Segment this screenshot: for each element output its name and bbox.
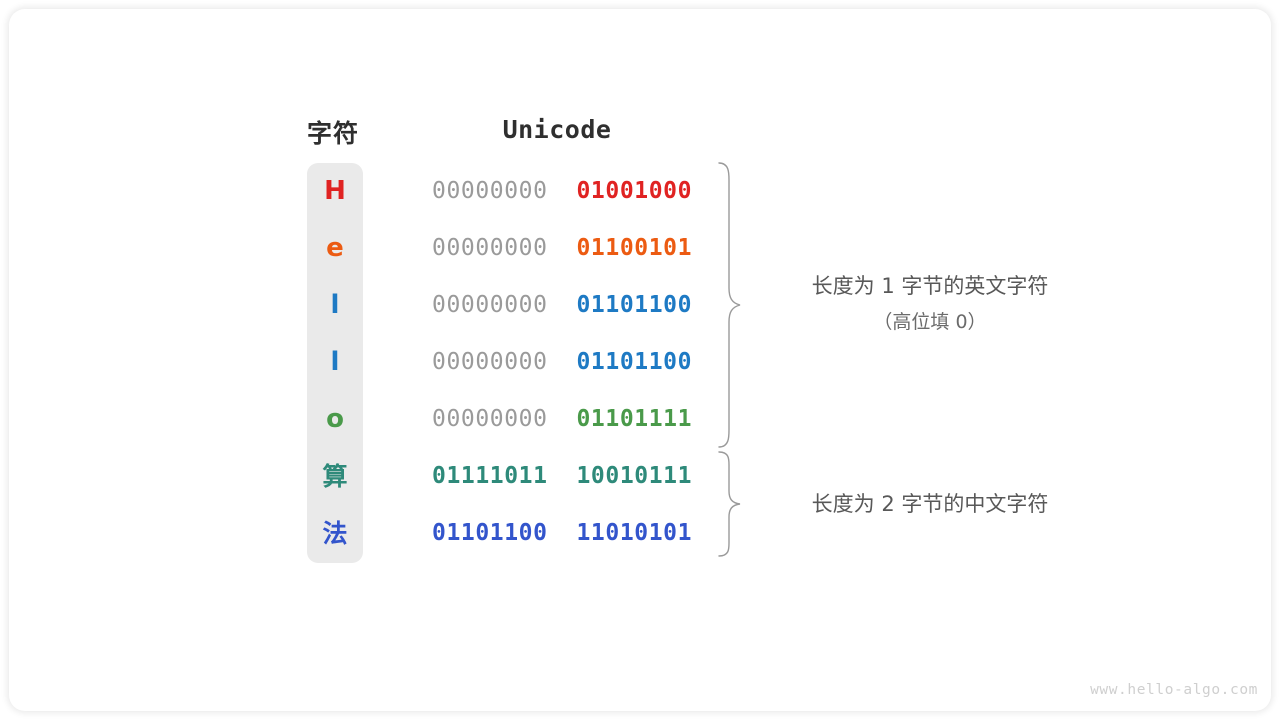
encoding-row: l 00000000 01101100 — [0, 334, 1280, 391]
encoding-row: 法 01101100 11010101 — [0, 505, 1280, 562]
byte-separator — [548, 292, 577, 318]
brace-one-byte-icon — [718, 162, 741, 448]
brace-two-byte-icon — [718, 451, 741, 557]
row-character: l — [330, 290, 340, 320]
character-column-background — [307, 163, 363, 563]
encoding-row: l 00000000 01101100 — [0, 277, 1280, 334]
row-binary-code: 00000000 01101100 — [432, 334, 692, 391]
encoding-row: e 00000000 01100101 — [0, 220, 1280, 277]
byte-separator — [548, 178, 577, 204]
row-binary-code: 00000000 01100101 — [432, 220, 692, 277]
row-low-byte: 10010111 — [576, 463, 693, 489]
annotation-one-byte-main: 长度为 1 字节的英文字符 — [811, 274, 1049, 298]
row-character: o — [326, 404, 344, 434]
row-binary-code: 01111011 10010111 — [432, 448, 692, 505]
annotation-one-byte-sub: （高位填 0） — [873, 311, 987, 333]
annotation-one-byte: 长度为 1 字节的英文字符 （高位填 0） — [770, 268, 1090, 340]
byte-separator — [548, 235, 577, 261]
row-low-byte: 01101100 — [576, 292, 693, 318]
column-header-character: 字符 — [306, 119, 359, 148]
row-low-byte: 01101100 — [576, 349, 693, 375]
row-binary-code: 00000000 01101111 — [432, 391, 692, 448]
row-low-byte: 01101111 — [576, 406, 693, 432]
watermark: www.hello-algo.com — [1090, 682, 1258, 698]
byte-separator — [548, 520, 577, 546]
row-high-byte: 00000000 — [432, 406, 548, 432]
row-binary-code: 00000000 01001000 — [432, 163, 692, 220]
row-low-byte: 01100101 — [576, 235, 693, 261]
byte-separator — [548, 406, 577, 432]
annotation-two-byte-main: 长度为 2 字节的中文字符 — [811, 492, 1049, 516]
row-low-byte: 11010101 — [576, 520, 693, 546]
encoding-row: H 00000000 01001000 — [0, 163, 1280, 220]
row-high-byte: 01111011 — [432, 463, 548, 489]
annotation-two-byte: 长度为 2 字节的中文字符 — [770, 488, 1090, 518]
row-binary-code: 00000000 01101100 — [432, 277, 692, 334]
row-character: l — [330, 347, 340, 377]
encoding-row: o 00000000 01101111 — [0, 391, 1280, 448]
row-high-byte: 01101100 — [432, 520, 548, 546]
row-character: 算 — [322, 462, 348, 491]
row-high-byte: 00000000 — [432, 349, 548, 375]
row-high-byte: 00000000 — [432, 178, 548, 204]
row-character: 法 — [322, 519, 348, 548]
row-binary-code: 01101100 11010101 — [432, 505, 692, 562]
row-character: H — [324, 176, 346, 206]
figure-card — [9, 9, 1271, 711]
column-header-unicode: Unicode — [502, 115, 612, 144]
encoding-row-list: H 00000000 01001000 e 00000000 01100101 l 000… — [0, 163, 1280, 562]
row-high-byte: 00000000 — [432, 292, 548, 318]
row-high-byte: 00000000 — [432, 235, 548, 261]
byte-separator — [548, 349, 577, 375]
byte-separator — [548, 463, 577, 489]
row-character: e — [326, 233, 344, 263]
encoding-row: 算 01111011 10010111 — [0, 448, 1280, 505]
row-low-byte: 01001000 — [576, 178, 693, 204]
